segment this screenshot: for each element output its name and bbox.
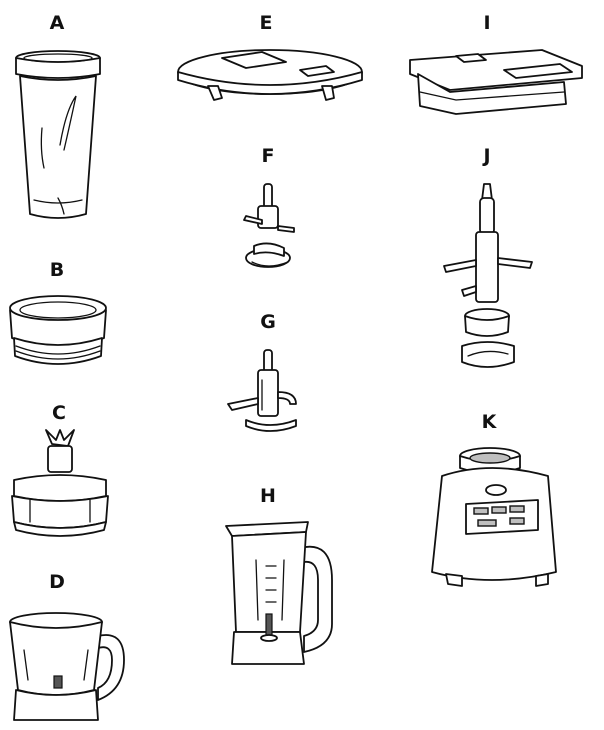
part-i-storage-lid-illustration [409,49,583,115]
part-k-motor-base-illustration [431,447,557,587]
part-j-stacked-blade-illustration [443,183,533,368]
part-d-bowl-illustration [9,612,125,721]
label-e: E [259,12,273,34]
part-a-cup-illustration [15,50,101,219]
part-g-dough-hook-illustration [227,349,297,432]
label-c: C [52,402,66,424]
label-k: K [481,411,497,433]
label-d: D [49,571,65,593]
part-h-pitcher-illustration [225,521,333,665]
label-g: G [260,311,276,333]
label-a: A [49,12,65,34]
label-f: F [261,145,275,167]
label-j: J [483,145,491,167]
part-b-ring-illustration [9,295,107,365]
label-h: H [260,485,276,507]
part-e-lid-illustration [177,49,363,101]
part-c-blade-base-illustration [11,429,109,537]
label-i: I [483,12,491,34]
part-f-blade-illustration [243,183,295,268]
label-b: B [49,259,65,281]
